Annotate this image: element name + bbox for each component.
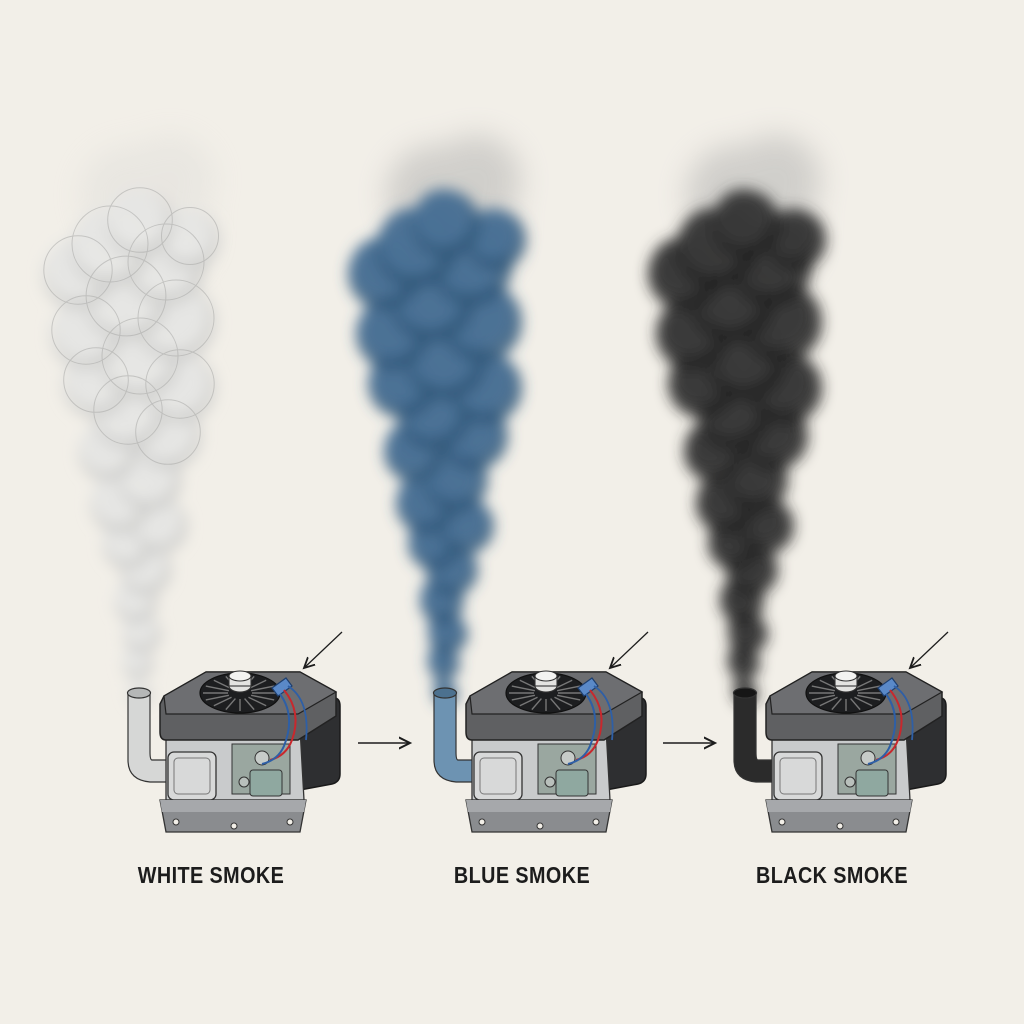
smoke-plume	[42, 135, 220, 706]
fan-grille	[805, 670, 887, 714]
panel-blue-smoke	[348, 135, 649, 833]
label-white-smoke: WHITE SMOKE	[137, 862, 285, 888]
spark-plug-connector	[261, 677, 308, 765]
fan-grille	[199, 670, 281, 714]
panel-black-smoke	[648, 135, 949, 833]
exhaust-pipe	[126, 687, 173, 783]
spark-plug-connector	[567, 677, 614, 765]
pointer-arrow-icon	[910, 631, 949, 668]
engine-icon	[432, 631, 649, 833]
engine-icon	[126, 631, 343, 833]
pointer-arrow-icon	[304, 631, 343, 668]
engine-icon	[732, 631, 949, 833]
label-blue-smoke: BLUE SMOKE	[453, 862, 591, 888]
fan-grille	[505, 670, 587, 714]
panel-white-smoke	[42, 135, 343, 833]
spark-plug-connector	[867, 677, 914, 765]
smoke-plume	[648, 135, 826, 706]
smoke-plume	[348, 135, 526, 706]
pointer-arrow-icon	[610, 631, 649, 668]
label-black-smoke: BLACK SMOKE	[755, 862, 908, 888]
